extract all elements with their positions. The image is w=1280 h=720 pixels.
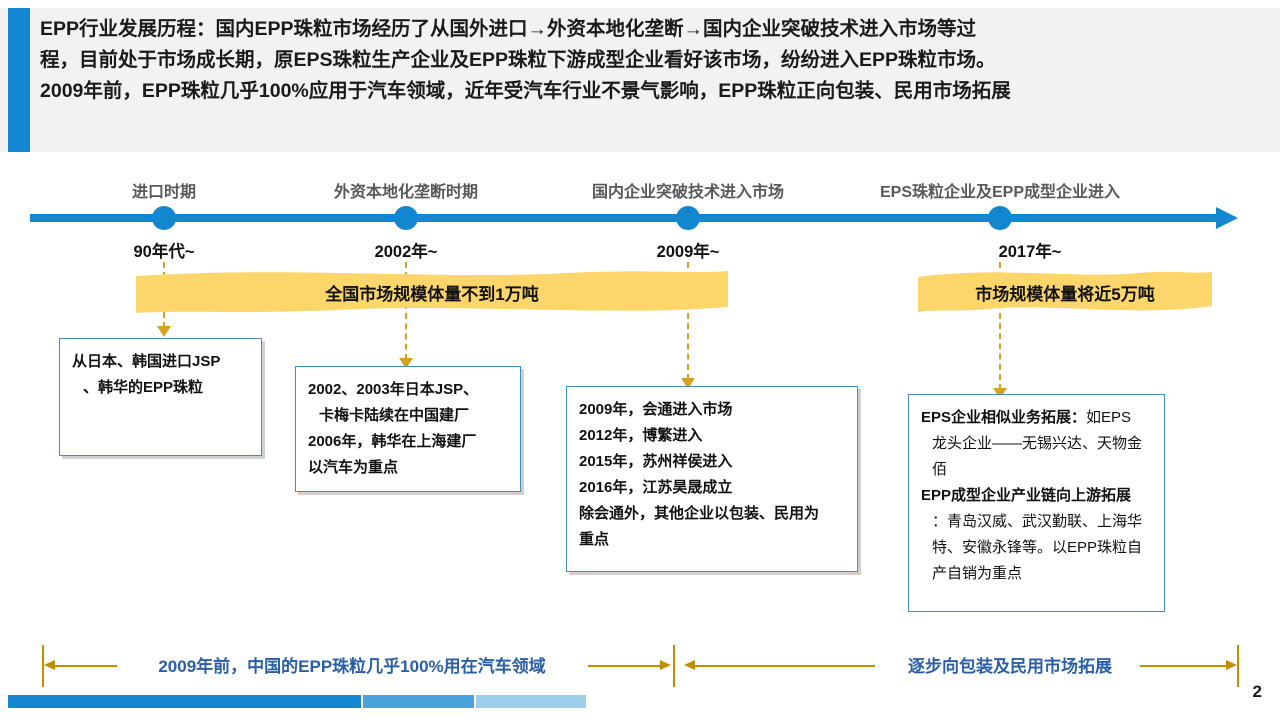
range-tick-mid [673, 645, 675, 687]
timeline-dot-3[interactable] [676, 206, 700, 230]
box-import-line-2: 、韩华的EPP珠粒 [83, 379, 204, 396]
box-domestic-line-4: 2016年，江苏昊晟成立 [579, 479, 733, 496]
box-eps-line-2: 龙头企业——无锡兴达、天物金 [932, 435, 1143, 452]
range-tick-right [1237, 645, 1239, 687]
timeline-axis [30, 214, 1230, 222]
ribbon-market-size-1: 全国市场规模体量不到1万吨 [136, 270, 728, 314]
box-foreign-line-4: 以汽车为重点 [308, 459, 399, 476]
box-foreign-monopoly[interactable]: 2002、2003年日本JSP、 卡梅卡陆续在中国建厂 2006年，韩华在上海建… [295, 366, 521, 492]
timeline-year-2: 2002年~ [374, 243, 438, 261]
box-import[interactable]: 从日本、韩国进口JSP 、韩华的EPP珠粒 [59, 338, 262, 456]
connector-line-3 [687, 262, 689, 380]
box-domestic-breakthrough[interactable]: 2009年，会通进入市场 2012年，博繁进入 2015年，苏州祥侯进入 201… [566, 386, 858, 572]
timeline-phase-4: EPS珠粒企业及EPP成型企业进入 [879, 184, 1121, 201]
box-eps-line-1-rest: 如EPS [1086, 409, 1132, 426]
footer-bar-secondary [363, 695, 474, 708]
box-domestic-line-2: 2012年，博繁进入 [579, 427, 703, 444]
box-eps-line-5: ：青岛汉威、武汉勤联、上海华 [932, 513, 1143, 530]
box-domestic-line-1: 2009年，会通进入市场 [579, 401, 733, 418]
box-eps-line-1: EPS企业相似业务拓展：如EPS [921, 405, 1152, 431]
timeline-phase-1: 进口时期 [131, 184, 197, 201]
header-accent-bar [8, 8, 30, 152]
page-number: 2 [1252, 682, 1262, 701]
connector-line-2 [405, 262, 407, 360]
connector-line-4 [999, 262, 1001, 390]
range-label-2: 逐步向包装及民用市场拓展 [908, 657, 1112, 676]
ribbon-shape-1 [136, 271, 728, 313]
header-band [0, 8, 1280, 152]
timeline-phase-3: 国内企业突破技术进入市场 [591, 184, 785, 201]
box-eps-line-3: 佰 [932, 461, 948, 478]
box-domestic-line-5: 除会通外，其他企业以包装、民用为 [579, 505, 820, 522]
timeline-year-3: 2009年~ [656, 243, 720, 261]
connector-arrow-1-icon [157, 326, 171, 337]
connector-arrow-4-icon [993, 388, 1007, 399]
header-line-2: 程，目前处于市场成长期，原EPS珠粒生产企业及EPP珠粒下游成型企业看好该市场，… [40, 49, 996, 71]
range-line-left-a [55, 665, 117, 667]
header-line-3: 2009年前，EPP珠粒几乎100%应用于汽车领域，近年受汽车行业不景气影响，E… [40, 80, 1011, 102]
timeline-dot-2[interactable] [394, 206, 418, 230]
box-foreign-line-3: 2006年，韩华在上海建厂 [308, 433, 477, 450]
box-eps-line-1-bold: EPS企业相似业务拓展： [921, 409, 1087, 426]
timeline-dot-4[interactable] [988, 206, 1012, 230]
box-eps-line-7: 产自销为重点 [932, 565, 1023, 582]
footer-bar-primary [8, 695, 361, 708]
range-line-left-b [588, 665, 660, 667]
header-line-1: EPP行业发展历程：国内EPP珠粒市场经历了从国外进口→外资本地化垄断→国内企业… [40, 18, 977, 40]
timeline-phase-2: 外资本地化垄断时期 [333, 184, 479, 201]
footer-bar-tertiary [476, 695, 586, 708]
timeline-dot-1[interactable] [152, 206, 176, 230]
range-tick-left [42, 645, 44, 687]
timeline-year-1: 90年代~ [133, 243, 195, 261]
box-eps-epp-entry[interactable]: EPS企业相似业务拓展：如EPS 龙头企业——无锡兴达、天物金 佰 EPP成型企… [908, 394, 1165, 612]
range-arrow-mid-right-icon [660, 660, 671, 670]
timeline-arrowhead-icon [1216, 207, 1238, 229]
box-eps-line-4: EPP成型企业产业链向上游拓展 [921, 483, 1152, 509]
header-text: EPP行业发展历程：国内EPP珠粒市场经历了从国外进口→外资本地化垄断→国内企业… [40, 14, 1262, 146]
connector-arrow-3-icon [681, 378, 695, 389]
connector-arrow-2-icon [399, 358, 413, 369]
box-foreign-line-2: 卡梅卡陆续在中国建厂 [319, 407, 470, 424]
ribbon-shape-2 [918, 271, 1212, 312]
range-line-right-b [1140, 665, 1226, 667]
box-eps-line-4-bold: EPP成型企业产业链向上游拓展 [921, 487, 1132, 504]
range-label-1: 2009年前，中国的EPP珠粒几乎100%用在汽车领域 [158, 657, 546, 676]
box-eps-line-6: 特、安徽永锋等。以EPP珠粒自 [932, 539, 1143, 556]
box-foreign-line-1: 2002、2003年日本JSP、 [308, 381, 479, 398]
range-line-right-a [695, 665, 875, 667]
ribbon-market-size-2: 市场规模体量将近5万吨 [918, 270, 1212, 314]
box-domestic-line-3: 2015年，苏州祥侯进入 [579, 453, 733, 470]
range-arrow-right-icon [1226, 660, 1237, 670]
range-arrow-mid-left-icon [684, 660, 695, 670]
box-domestic-line-6: 重点 [579, 531, 610, 548]
timeline-year-4: 2017年~ [998, 243, 1062, 261]
box-import-line-1: 从日本、韩国进口JSP [72, 353, 221, 370]
range-arrow-left-icon [44, 660, 55, 670]
